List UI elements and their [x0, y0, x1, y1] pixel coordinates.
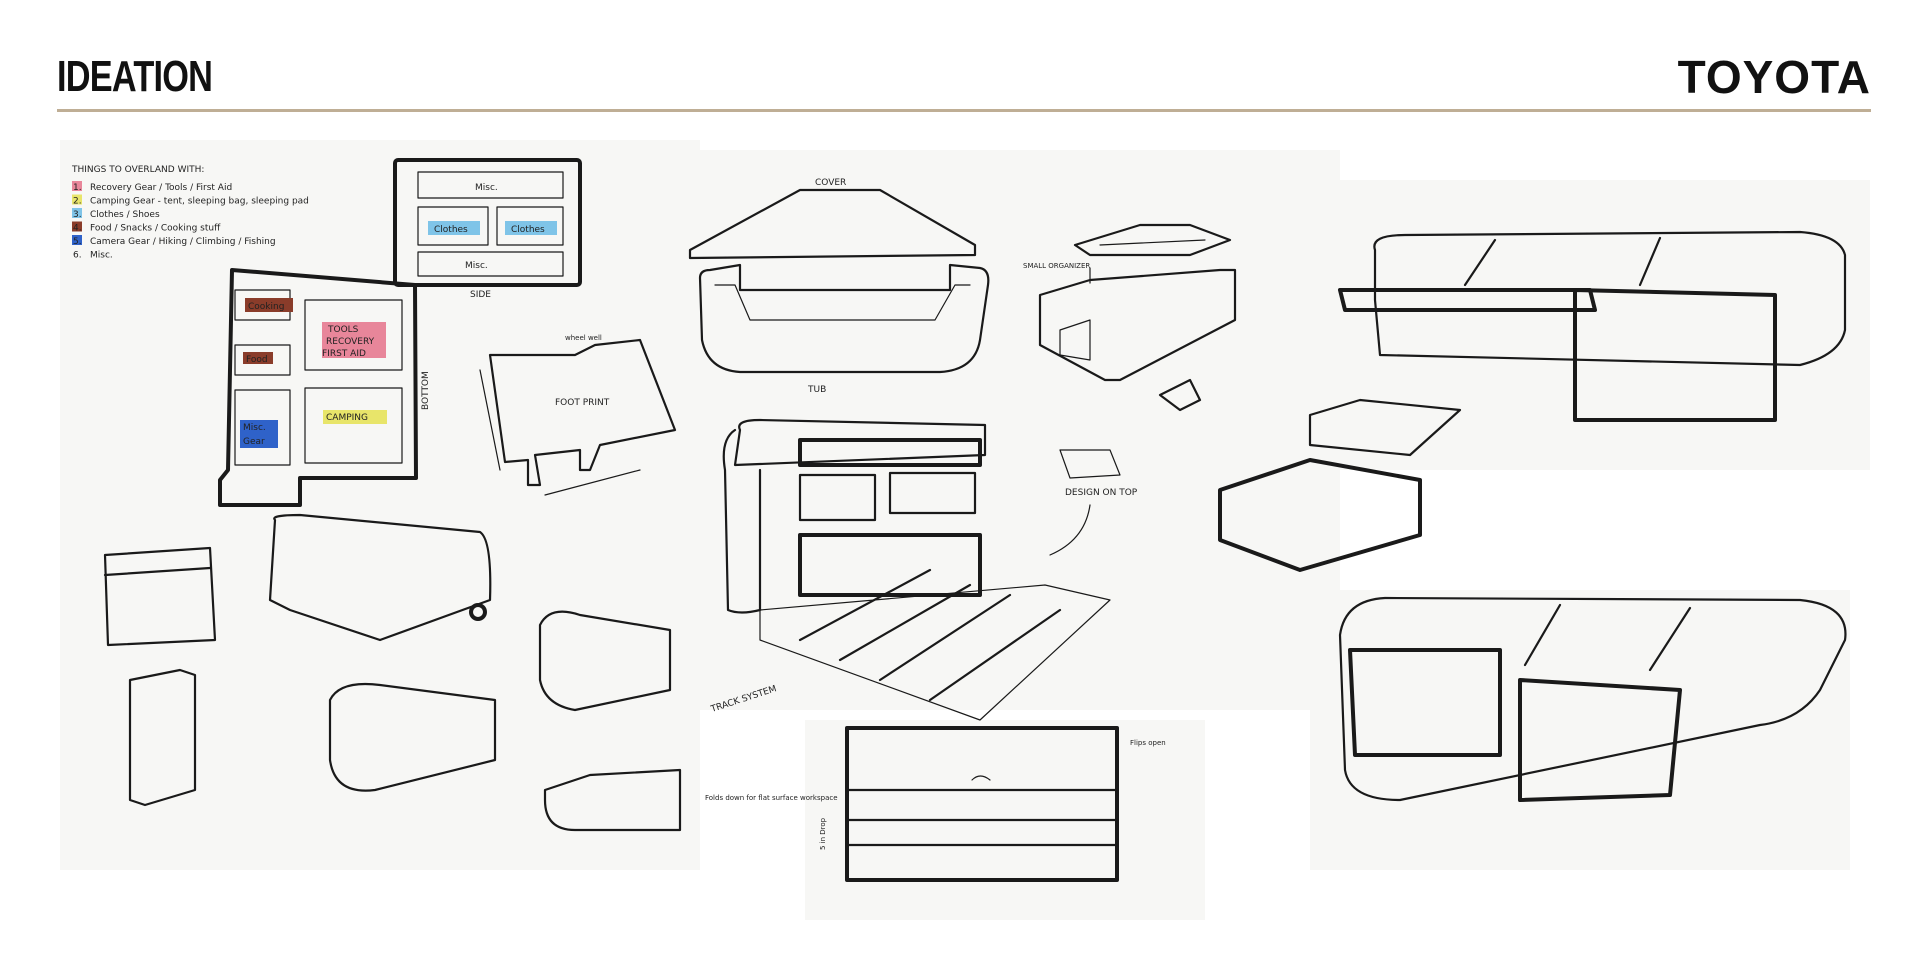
list-item: Camera Gear / Hiking / Climbing / Fishin… — [90, 237, 276, 247]
flips-open-label: Flips open — [1130, 739, 1166, 747]
list-heading: THINGS TO OVERLAND WITH: — [71, 165, 204, 175]
bottom-recovery-label: RECOVERY — [326, 337, 375, 347]
bottom-caption: BOTTOM — [421, 371, 431, 410]
bottom-tools-label: TOOLS — [327, 325, 359, 335]
design-on-top-label: DESIGN ON TOP — [1065, 488, 1138, 498]
list-item: Clothes / Shoes — [90, 210, 160, 220]
console-render-bottom — [1338, 596, 1847, 802]
list-item-number: 3. — [73, 210, 82, 220]
page-header: IDEATION TOYOTA — [0, 0, 1920, 120]
list-swatch — [72, 208, 82, 218]
list-item: Misc. — [90, 251, 113, 261]
list-item-number: 5. — [73, 237, 82, 247]
bottom-gear-label: Gear — [243, 437, 265, 447]
paper-patches — [60, 140, 1870, 920]
side-clothes-left-label: Clothes — [434, 225, 468, 235]
folds-down-label: Folds down for flat surface workspace — [705, 794, 838, 802]
overland-list: THINGS TO OVERLAND WITH: 1. Recovery Gear… — [71, 165, 309, 261]
drop-label: 5 in Drop — [819, 817, 827, 850]
footprint-label: FOOT PRINT — [555, 398, 610, 408]
list-swatch — [72, 181, 82, 191]
misc-sketches: Folds down for flat surface workspace — [103, 513, 838, 832]
side-misc-top-label: Misc. — [475, 183, 498, 193]
small-organizer-sketch: SMALL ORGANIZER — [1023, 223, 1237, 382]
header-divider — [57, 109, 1871, 112]
wheel-well-label: wheel well — [565, 334, 602, 342]
small-organizer-label: SMALL ORGANIZER — [1023, 262, 1090, 270]
tub-sketch: COVER TUB — [688, 178, 990, 395]
toyota-logo: TOYOTA — [1677, 51, 1871, 103]
bottom-storage-sketch: Cooking Food TOOLS RECOVERY FIRST AID Mi… — [218, 268, 431, 507]
list-item-number: 2. — [73, 197, 82, 207]
bottom-first-aid-label: FIRST AID — [322, 349, 366, 359]
list-item: Camping Gear - tent, sleeping bag, sleep… — [90, 197, 309, 207]
side-storage-sketch: Misc. Clothes Clothes Misc. SIDE — [393, 158, 582, 300]
console-render-top — [1338, 230, 1847, 422]
bottom-misc-label: Misc. — [243, 423, 266, 433]
list-item-number: 1. — [73, 183, 82, 193]
side-misc-bottom-label: Misc. — [465, 261, 488, 271]
list-swatch — [72, 194, 82, 205]
list-item: Recovery Gear / Tools / First Aid — [90, 183, 232, 193]
bottom-food-label: Food — [246, 355, 268, 365]
open-drawer-sketch — [1158, 378, 1462, 572]
flip-drawer-sketch: Flips open 5 in Drop — [819, 726, 1166, 882]
list-item-number: 4. — [73, 224, 82, 234]
list-item-number: 6. — [73, 251, 82, 261]
bottom-cooking-label: Cooking — [248, 302, 284, 312]
footprint-sketch: FOOT PRINT wheel well — [479, 334, 677, 496]
side-clothes-right-label: Clothes — [511, 225, 545, 235]
side-caption: SIDE — [470, 290, 491, 300]
bottom-camping-label: CAMPING — [326, 413, 368, 423]
list-swatch — [72, 235, 82, 245]
tub-label: TUB — [807, 385, 826, 395]
list-swatch — [72, 221, 82, 232]
list-item: Food / Snacks / Cooking stuff — [90, 224, 221, 234]
page-title: IDEATION — [57, 52, 213, 101]
cover-label: COVER — [815, 178, 846, 188]
